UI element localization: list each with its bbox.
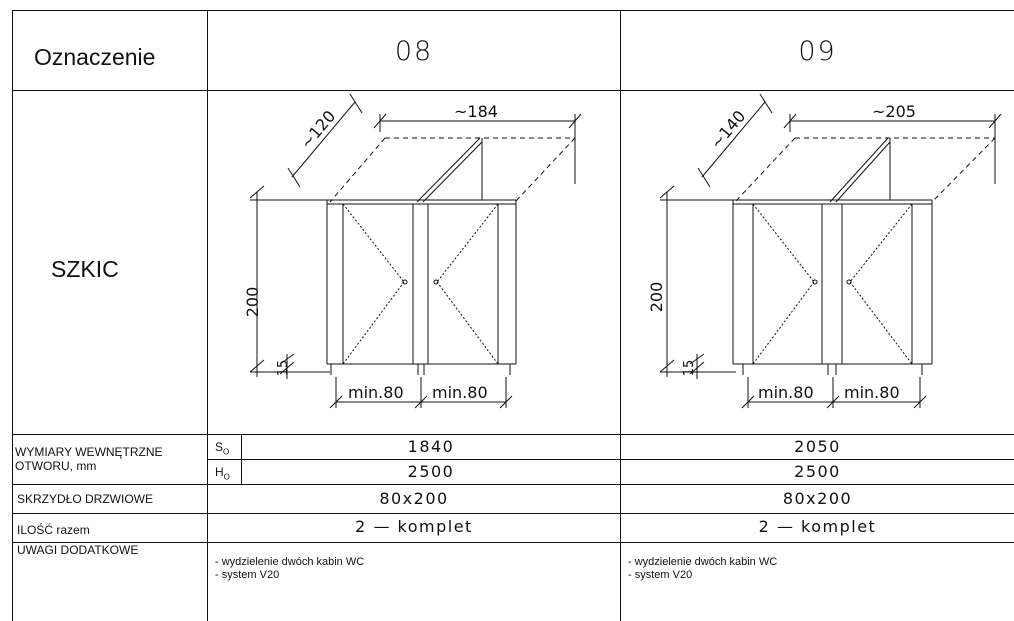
uwagi-line: - wydzielenie dwóch kabin WC bbox=[628, 556, 778, 568]
sketch-09: ~140 ~205 200 15 min.80 min.80 bbox=[647, 93, 1002, 409]
column-divider bbox=[207, 10, 208, 621]
uwagi-line: - wydzielenie dwóch kabin WC bbox=[215, 556, 365, 568]
label-ilosc: ILOŚĆ razem bbox=[17, 523, 90, 537]
uwagi-line: - system V20 bbox=[215, 569, 280, 581]
sketch-08: ~120 ~184 200 15 min.80 m bbox=[243, 93, 582, 409]
ilosc-value-09: 2 — komplet bbox=[758, 517, 877, 536]
so-value-09: 2050 bbox=[794, 437, 841, 456]
leaf-left-label-09: min.80 bbox=[758, 383, 814, 402]
label-uwagi: UWAGI DODATKOWE bbox=[17, 543, 139, 557]
skrzydlo-value-09: 80x200 bbox=[782, 489, 853, 508]
bottom-label-09: 15 bbox=[682, 360, 697, 377]
so-ho-divider bbox=[241, 434, 242, 484]
uwagi-line: - system V20 bbox=[628, 569, 693, 581]
row-divider bbox=[12, 484, 1014, 485]
leaf-right-label-08: min.80 bbox=[432, 383, 488, 402]
bottom-label-08: 15 bbox=[276, 360, 291, 377]
label-wymiary-line2: OTWORU, mm bbox=[15, 459, 97, 473]
label-oznaczenie: Oznaczenie bbox=[34, 44, 156, 70]
height-label-08: 200 bbox=[243, 287, 262, 318]
table-border-top bbox=[12, 10, 1014, 11]
label-wymiary: WYMIARY WEWNĘTRZNE OTWORU, mm bbox=[15, 445, 163, 473]
label-wymiary-line1: WYMIARY WEWNĘTRZNE bbox=[15, 445, 163, 459]
leaf-left-label-08: min.80 bbox=[348, 383, 404, 402]
row-divider bbox=[208, 459, 1014, 460]
uwagi-08: - wydzielenie dwóch kabin WC - system V2… bbox=[215, 556, 364, 582]
dim-tick bbox=[349, 93, 363, 114]
row-divider bbox=[12, 542, 1014, 543]
row-divider bbox=[12, 513, 1014, 514]
label-ho: HO bbox=[215, 465, 230, 482]
ho-value-08: 2500 bbox=[407, 462, 455, 481]
ilosc-value-08: 2 — komplet bbox=[355, 517, 473, 536]
uwagi-09: - wydzielenie dwóch kabin WC - system V2… bbox=[628, 556, 777, 582]
label-szkic: SZKIC bbox=[51, 256, 119, 282]
code-09: 09 bbox=[798, 36, 837, 67]
table-border-left bbox=[12, 10, 13, 621]
row-divider bbox=[12, 434, 1014, 435]
dim-tick bbox=[287, 167, 301, 188]
row-divider bbox=[12, 90, 1014, 91]
ho-value-09: 2500 bbox=[794, 462, 841, 481]
dim-line bbox=[291, 101, 356, 178]
code-08: 08 bbox=[394, 36, 434, 67]
skrzydlo-value-08: 80x200 bbox=[379, 489, 449, 508]
label-so: SO bbox=[215, 440, 230, 457]
label-skrzydlo: SKRZYDŁO DRZWIOWE bbox=[17, 492, 154, 506]
leaf-right-label-09: min.80 bbox=[844, 383, 900, 402]
width-label-09: ~205 bbox=[872, 102, 916, 121]
width-label-08: ~184 bbox=[454, 102, 498, 121]
height-label-09: 200 bbox=[647, 282, 666, 313]
column-divider bbox=[620, 10, 621, 621]
so-value-08: 1840 bbox=[407, 437, 455, 456]
